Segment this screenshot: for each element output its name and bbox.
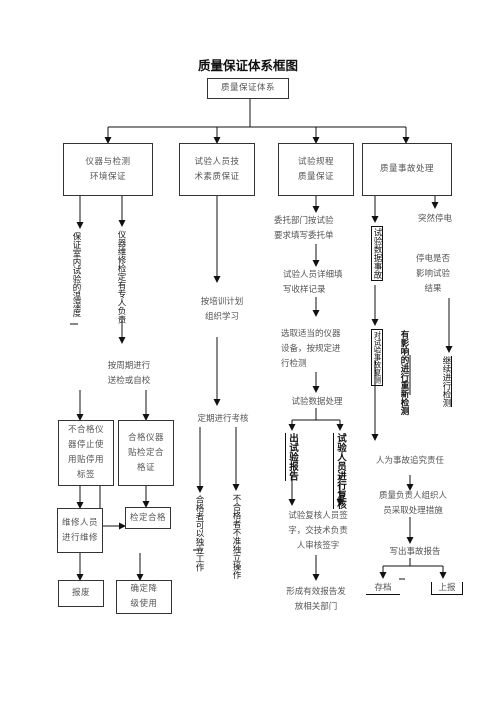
recalibrated-box: 检定合格: [125, 507, 171, 529]
humidity-temperature-text: 保证室内试验的温湿度: [71, 232, 81, 317]
data-accident-text: 试验数据事故: [371, 226, 383, 281]
sample-record-text: 试验人员详细填 写收样记录: [283, 270, 343, 295]
instrument-maintenance-text: 仪器维修检定有专人负责: [116, 230, 126, 324]
issue-report-text: 出试验报告: [285, 433, 298, 481]
data-processing-text: 试验数据处理: [291, 397, 343, 407]
root-box: 质量保证体系: [207, 78, 289, 99]
periodic-calibration-text: 按周期进行 送检或自校: [107, 361, 151, 386]
select-instrument-text: 选取适当的仪器 设备，按规定进 行检测: [281, 329, 341, 369]
qualified-instrument-box: 合格仪器 贴检定合 格证: [118, 420, 174, 486]
training-plan-text: 按培训计划 组织学习: [200, 297, 244, 322]
human-error-text: 人为事故追究责任: [375, 456, 444, 466]
corrective-action-text: 质量负责人组织人 员采取处理措施: [378, 491, 447, 516]
category-procedure-quality: 试验规程 质量保证: [278, 143, 354, 196]
scrap-box: 报废: [58, 580, 104, 607]
category-personnel-skill: 试验人员技 术素质保证: [179, 143, 255, 196]
downgrade-box: 确定降 级使用: [116, 580, 172, 614]
category-accident-handling: 质量事故处理: [362, 143, 452, 196]
periodic-assessment-text: 定期进行考核: [197, 414, 249, 424]
submit-text: 上报: [431, 582, 463, 595]
accident-report-text: 写出事故报告: [389, 547, 441, 557]
review-text: 试验人员进行复核: [333, 433, 346, 509]
influence-retest-text: 有影响的进行重新检测: [399, 330, 409, 415]
repair-box: 维修人员 进行维修: [57, 508, 103, 553]
sign-approve-text: 试验复核人员签 字，交技术负责 人审核签字: [288, 511, 348, 551]
qualified-work-text: 合格者可以独立工作: [194, 495, 204, 572]
archive-text: 存档: [366, 582, 400, 595]
unqualified-instrument-box: 不合格仪 器停止使 用贴停用 标签: [58, 420, 114, 486]
category-instrument-environment: 仪器与检测 环境保证: [63, 143, 153, 196]
commission-form-text: 委托部门按试验 要求填写委托单: [274, 216, 334, 241]
diagram-title: 质量保证体系框图: [197, 58, 298, 73]
power-outage-text: 突然停电: [417, 214, 452, 224]
accident-recheck-text: 对试验事故复测: [371, 329, 383, 386]
unqualified-work-text: 不合格者不准独立操作: [231, 494, 241, 579]
continue-testing-text: 继续进行检测: [441, 356, 452, 407]
outage-affect-text: 停电是否 影响试验 结果: [415, 254, 450, 294]
distribute-report-text: 形成有效报告发 放相关部门: [286, 587, 346, 612]
